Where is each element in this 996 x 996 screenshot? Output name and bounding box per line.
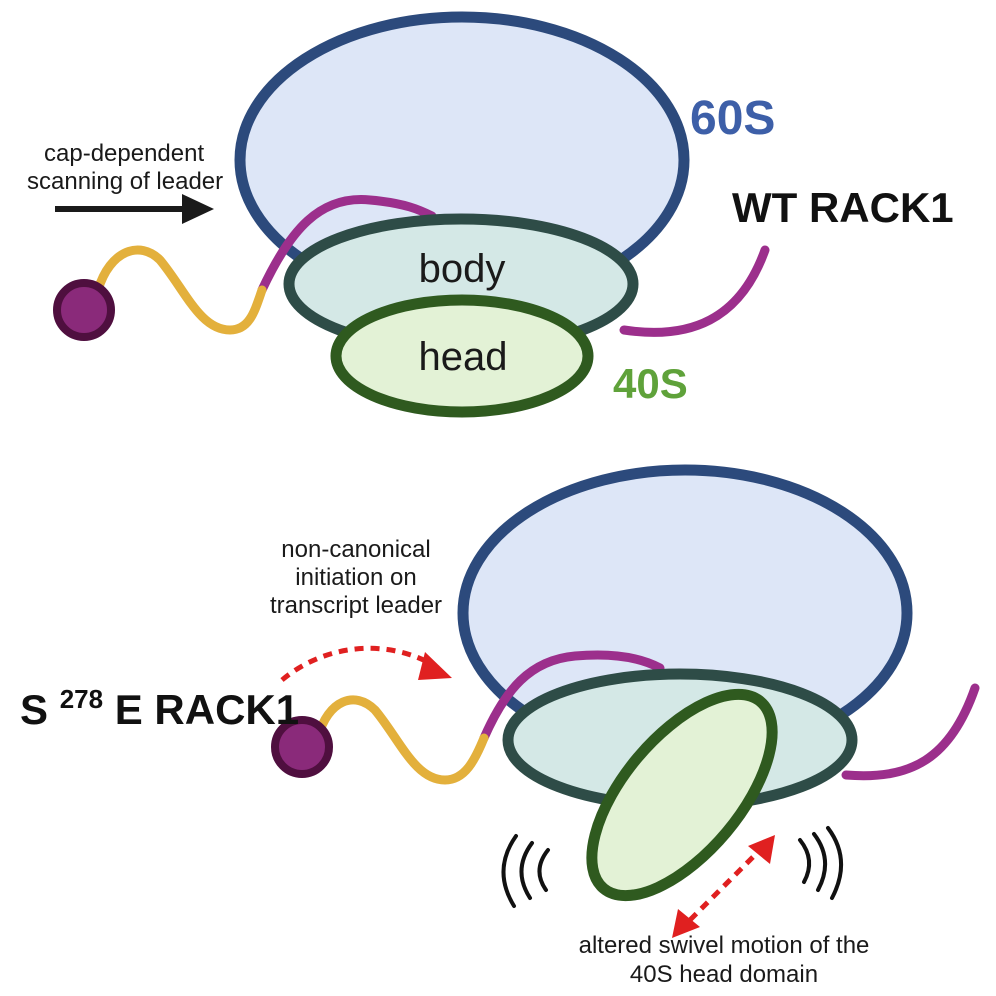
- mut-initiation-line2: initiation on: [295, 564, 416, 591]
- wt-label-body: body: [419, 247, 506, 291]
- mut-swivel-arrowhead-up: [748, 835, 775, 864]
- wt-arrow-text-line1: cap-dependent: [44, 140, 204, 167]
- mutant-panel: non-canonical initiation on transcript l…: [20, 464, 980, 988]
- wt-scanning-arrowhead: [182, 194, 214, 224]
- mut-5prime-cap: [271, 716, 333, 778]
- mut-variant-superscript: 278: [60, 684, 103, 714]
- mut-mrna-exit: [841, 683, 980, 781]
- mut-mrna-leader: [313, 695, 489, 785]
- wt-mrna-leader: [93, 245, 267, 335]
- wt-label-60s: 60S: [690, 92, 775, 145]
- mut-swivel-arrow: [688, 848, 762, 922]
- mut-initiation-line3: transcript leader: [270, 592, 442, 619]
- mut-swivel-line2: 40S head domain: [630, 961, 818, 988]
- vibration-marks-left-icon: [501, 834, 550, 908]
- wt-variant-label: WT RACK1: [732, 184, 954, 231]
- mut-initiation-line1: non-canonical: [281, 536, 430, 563]
- wt-label-head: head: [419, 335, 508, 379]
- mut-initiation-arrow: [280, 645, 440, 682]
- wt-label-40s: 40S: [613, 360, 688, 407]
- vibration-marks-right-icon: [798, 826, 844, 900]
- wt-panel: cap-dependent scanning of leader body he…: [27, 11, 954, 418]
- mut-swivel-line1: altered swivel motion of the: [579, 932, 870, 959]
- wt-5prime-cap: [53, 279, 115, 341]
- wt-arrow-text-line2: scanning of leader: [27, 168, 223, 195]
- wt-mrna-upper: [257, 195, 437, 295]
- mut-variant-prefix: S: [20, 686, 48, 733]
- mut-variant-suffix: E RACK1: [115, 686, 299, 733]
- mut-initiation-arrowhead: [418, 652, 452, 680]
- mut-swivel-arrowhead-down: [672, 909, 700, 938]
- mut-variant-label: S 278 E RACK1: [20, 670, 299, 733]
- mut-40s-head: [586, 688, 778, 902]
- wt-mrna-exit: [619, 245, 770, 337]
- wt-40s-head: [330, 294, 594, 418]
- mut-mrna-upper: [479, 650, 665, 743]
